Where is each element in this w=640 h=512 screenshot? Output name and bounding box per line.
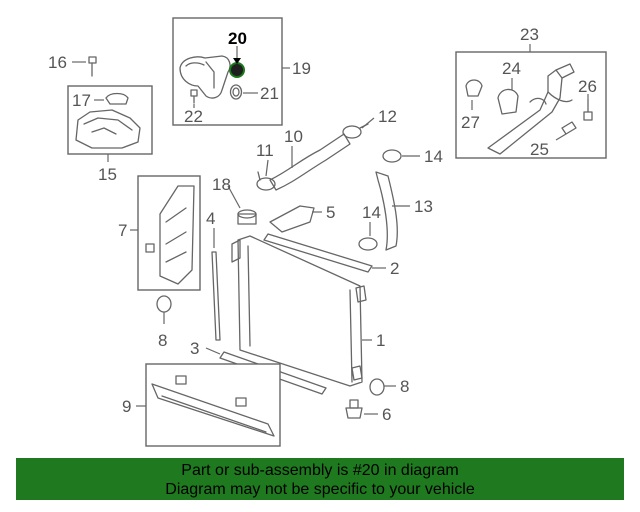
bolt-16 (88, 56, 97, 77)
inset-box-19 (172, 17, 283, 126)
reservoir-cap-17 (105, 92, 129, 105)
callout-12: 12 (378, 107, 397, 126)
seal-rod-4 (211, 251, 221, 341)
callout-8-left: 8 (158, 331, 167, 350)
bracket-5 (269, 205, 315, 233)
callout-7: 7 (118, 221, 127, 240)
callout-9: 9 (122, 397, 131, 416)
bolt-22 (190, 89, 198, 104)
drain-plug-6 (345, 399, 363, 419)
callout-17: 17 (72, 91, 91, 110)
air-guide-7 (145, 185, 195, 285)
callout-10: 10 (284, 127, 303, 146)
upper-hose-10 (269, 133, 351, 191)
water-outlet-housing (179, 55, 231, 99)
callout-25: 25 (530, 140, 549, 159)
inset-box-23 (455, 51, 607, 159)
coolant-reservoir (75, 109, 141, 149)
radiator-cap-18 (237, 209, 257, 225)
callout-5: 5 (326, 203, 335, 222)
callout-8-right: 8 (400, 377, 409, 396)
callout-15: 15 (98, 165, 117, 184)
bolt-25 (561, 121, 577, 135)
callout-26: 26 (578, 77, 597, 96)
callout-22: 22 (184, 107, 203, 126)
callout-24: 24 (502, 59, 521, 78)
callout-11: 11 (256, 141, 274, 160)
o-ring-8-right (369, 378, 385, 396)
arrowhead-20 (233, 58, 241, 64)
callout-6: 6 (382, 405, 391, 424)
seal-3 (219, 351, 327, 395)
callout-13: 13 (414, 197, 433, 216)
gasket-24 (497, 88, 519, 115)
callout-14-upper: 14 (424, 147, 443, 166)
banner-line-1: Part or sub-assembly is #20 in diagram (181, 462, 459, 479)
o-ring-21 (229, 84, 243, 100)
callout-19: 19 (292, 59, 311, 78)
seal-20-highlight (229, 62, 245, 78)
parts-diagram: 20 21 22 19 16 17 15 (48, 17, 607, 447)
callout-2: 2 (390, 259, 399, 278)
lower-hose-13 (375, 171, 398, 251)
banner-line-2: Diagram may not be specific to your vehi… (165, 481, 475, 498)
o-ring-8-left (156, 295, 172, 313)
callout-16: 16 (48, 53, 67, 72)
bolt-26 (583, 99, 593, 121)
radiator-1 (231, 235, 367, 387)
hose-clamp-14-upper (382, 149, 402, 163)
callout-20: 20 (228, 29, 247, 48)
hose-clamp-14-lower (358, 237, 378, 251)
deflector-9 (151, 375, 275, 437)
callout-3: 3 (190, 339, 199, 358)
water-pipe-assembly (487, 63, 575, 155)
callout-4: 4 (206, 209, 215, 228)
gasket-27 (465, 79, 483, 97)
callout-14-lower: 14 (362, 203, 381, 222)
callout-23: 23 (520, 25, 539, 44)
inset-box-7 (137, 175, 201, 291)
callout-1: 1 (376, 331, 385, 350)
callout-18: 18 (212, 175, 231, 194)
hose-clamp-11 (256, 171, 276, 191)
seal-2 (263, 233, 373, 273)
info-banner: Part or sub-assembly is #20 in diagram D… (16, 458, 624, 500)
callout-21: 21 (260, 84, 279, 103)
callout-27: 27 (461, 113, 480, 132)
